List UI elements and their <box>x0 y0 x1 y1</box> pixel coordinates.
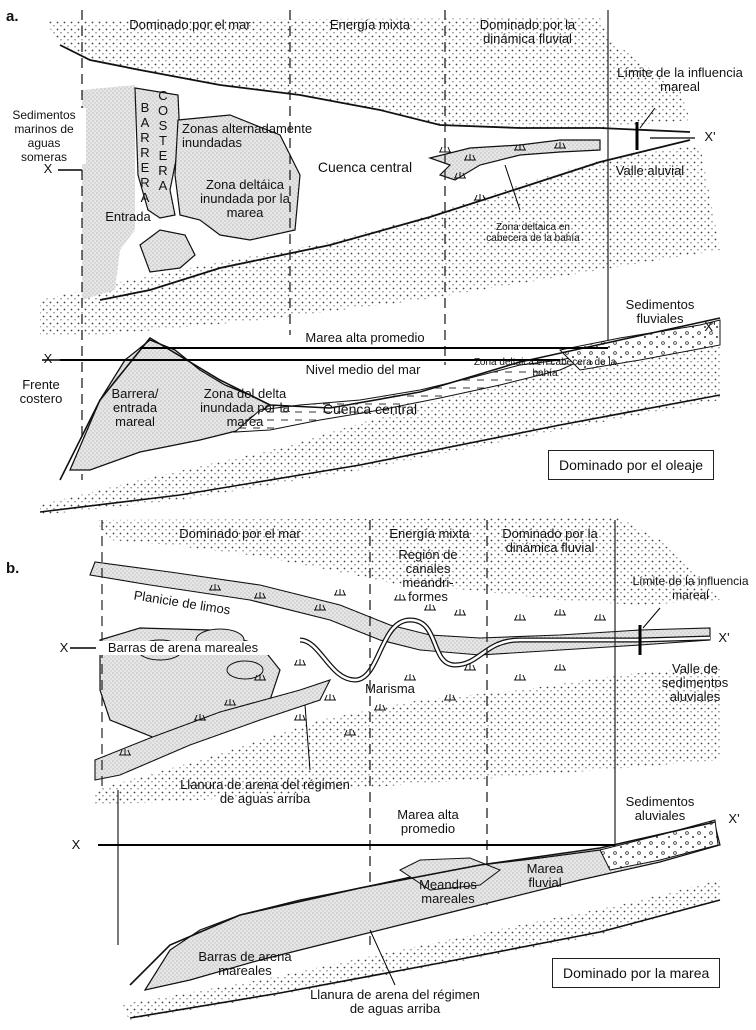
flood-delta-section-label: Zona del delta inundada por la marea <box>190 387 300 429</box>
sand-bar-3-b <box>227 661 263 679</box>
salt-marsh-label: Marisma <box>355 682 425 696</box>
x-right-section-b: X' <box>722 812 746 826</box>
high-tide-label-a: Marea alta promedio <box>290 331 440 345</box>
wave-dominated-caption: Dominado por el oleaje <box>548 450 714 480</box>
marsh-grass-symbol <box>594 614 606 620</box>
marsh-grass-symbol <box>294 659 306 665</box>
flood-delta-plan-label: Zona deltáica inundada por la marea <box>185 178 305 220</box>
inlet-label: Entrada <box>98 210 158 224</box>
panel-a-letter: a. <box>6 8 19 25</box>
alluvial-valley-label: Valle aluvial <box>600 164 700 178</box>
zone-sea-dominated-b: Dominado por el mar <box>150 527 330 541</box>
marsh-grass-symbol <box>554 664 566 670</box>
tidal-limit-label-b: Límite de la influencia mareal <box>628 574 753 602</box>
alluvial-sediments-label: Sedimentos aluviales <box>610 795 710 823</box>
fluvial-sediments-label: Sedimentos fluviales <box>605 298 715 326</box>
upper-flow-sand-section-label: Llanura de arena del régimen de aguas ar… <box>310 988 480 1016</box>
marsh-grass-symbol <box>444 694 456 700</box>
marsh-grass-symbol <box>474 194 486 200</box>
x-left-section-b: X <box>68 838 84 852</box>
marsh-grass-symbol <box>514 674 526 680</box>
marsh-grass-symbol <box>294 714 306 720</box>
tidal-limit-label-a: Límite de la influencia mareal <box>615 66 745 94</box>
marsh-grass-symbol <box>514 614 526 620</box>
shallow-marine-label: Sedimentos marinos de aguas someras <box>2 108 86 164</box>
coastal-label: C O S T E R A <box>156 88 170 193</box>
zone-sea-dominated-a: Dominado por el mar <box>100 18 280 32</box>
marsh-grass-symbol <box>324 694 336 700</box>
tidal-meanders-label: Meandros mareales <box>408 878 488 906</box>
bayhead-delta-plan-label: Zona deltaica en cabecera de la bahía <box>478 222 588 244</box>
marsh-grass-symbol <box>439 146 451 152</box>
shoreface-label: Frente costero <box>6 378 76 406</box>
mean-sea-level-label: Nivel medio del mar <box>288 363 438 377</box>
marsh-grass-symbol <box>454 609 466 615</box>
zone-fluvial-dominated-a: Dominado por la dinámica fluvial <box>455 18 600 46</box>
barrier-label: B A R R E R A <box>138 100 152 205</box>
bayhead-delta-section-label: Zona deltaica en cabecera de la bahía <box>470 357 620 379</box>
marsh-grass-symbol <box>554 609 566 615</box>
shallow-marine-a <box>82 85 135 300</box>
zone-mixed-energy-b: Energía mixta <box>372 527 487 541</box>
upper-flow-sand-plan-label: Llanura de arena del régimen de aguas ar… <box>180 778 350 806</box>
x-left-section-a: X <box>40 352 56 366</box>
x-right-plan-a: X' <box>698 130 722 144</box>
tidal-sand-bars-section-label: Barras de arena mareales <box>190 950 300 978</box>
barrier-inlet-label: Barrera/ entrada mareal <box>100 387 170 429</box>
meander-region-label: Región de canales meandri- formes <box>383 548 473 604</box>
marsh-grass-symbol <box>334 589 346 595</box>
tide-dominated-caption: Dominado por la marea <box>552 958 720 988</box>
marsh-grass-symbol <box>424 604 436 610</box>
limit-leader-b <box>643 608 660 628</box>
zone-mixed-energy-a: Energía mixta <box>300 18 440 32</box>
alluvial-valley-b-label: Valle de sedimentos aluviales <box>640 662 750 704</box>
marsh-grass-symbol <box>374 704 386 710</box>
alternately-flooded-label: Zonas alternadamente inundadas <box>182 122 332 150</box>
x-left-plan-a: X <box>40 162 56 176</box>
x-right-plan-b: X' <box>712 631 736 645</box>
fluvial-tide-label: Marea fluvial <box>510 862 580 890</box>
central-basin-section-label: Cuenca central <box>310 402 430 416</box>
marsh-grass-symbol <box>404 674 416 680</box>
panel-b-letter: b. <box>6 560 19 577</box>
flood-delta-lobe-a <box>140 230 195 272</box>
central-basin-plan-label: Cuenca central <box>305 160 425 174</box>
tidal-sand-bars-plan-label: Barras de arena mareales <box>96 641 270 655</box>
zone-fluvial-dominated-b: Dominado por la dinámica fluvial <box>490 527 610 555</box>
high-tide-label-b: Marea alta promedio <box>372 808 484 836</box>
x-left-plan-b: X <box>56 641 72 655</box>
